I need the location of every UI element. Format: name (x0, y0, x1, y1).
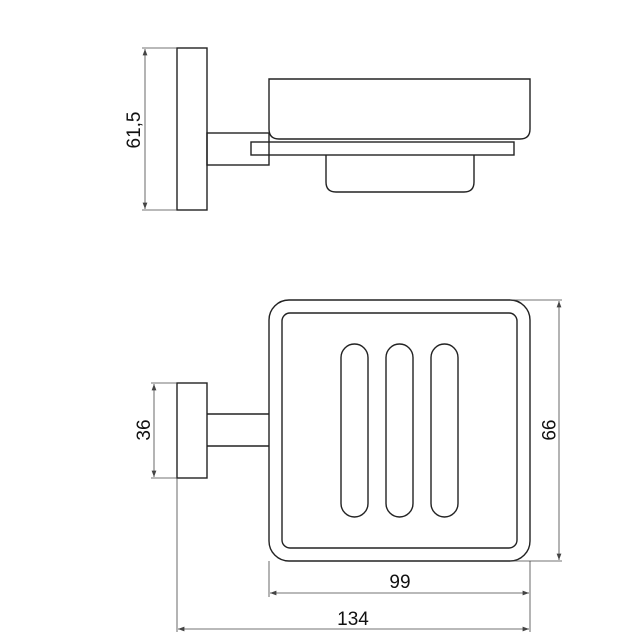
dimension-label-plate-height: 36 (134, 419, 155, 440)
dish-inner-frame (281, 312, 518, 549)
dimension-plate-height: 36 (134, 382, 177, 479)
top-view: 36 99 99 134 (134, 299, 562, 632)
dimension-label-side-height: 61,5 (124, 112, 145, 149)
dimension-side-height: 61,5 (124, 47, 177, 211)
side-view: 61,5 (124, 47, 531, 211)
drain-slot (340, 343, 369, 518)
dimension-label-total-length: 134 (337, 609, 369, 630)
side-wall-plate (176, 47, 208, 211)
dish-outer-frame (268, 299, 531, 562)
dimension-dish-width: 99 (268, 561, 531, 632)
top-arm (207, 413, 269, 447)
side-dish-bottom (325, 155, 475, 193)
drain-slot (385, 343, 414, 518)
dimension-total-length: 134 (176, 478, 529, 632)
side-shelf (250, 141, 515, 156)
dimension-label-dish-width: 99 (389, 572, 410, 593)
drain-slot (430, 343, 459, 518)
dimension-label-dish-depth: 99 (537, 419, 558, 440)
top-wall-plate (176, 382, 208, 479)
side-arm (206, 132, 270, 166)
side-dish (268, 78, 531, 140)
dimension-dish-depth: 99 (510, 299, 562, 562)
